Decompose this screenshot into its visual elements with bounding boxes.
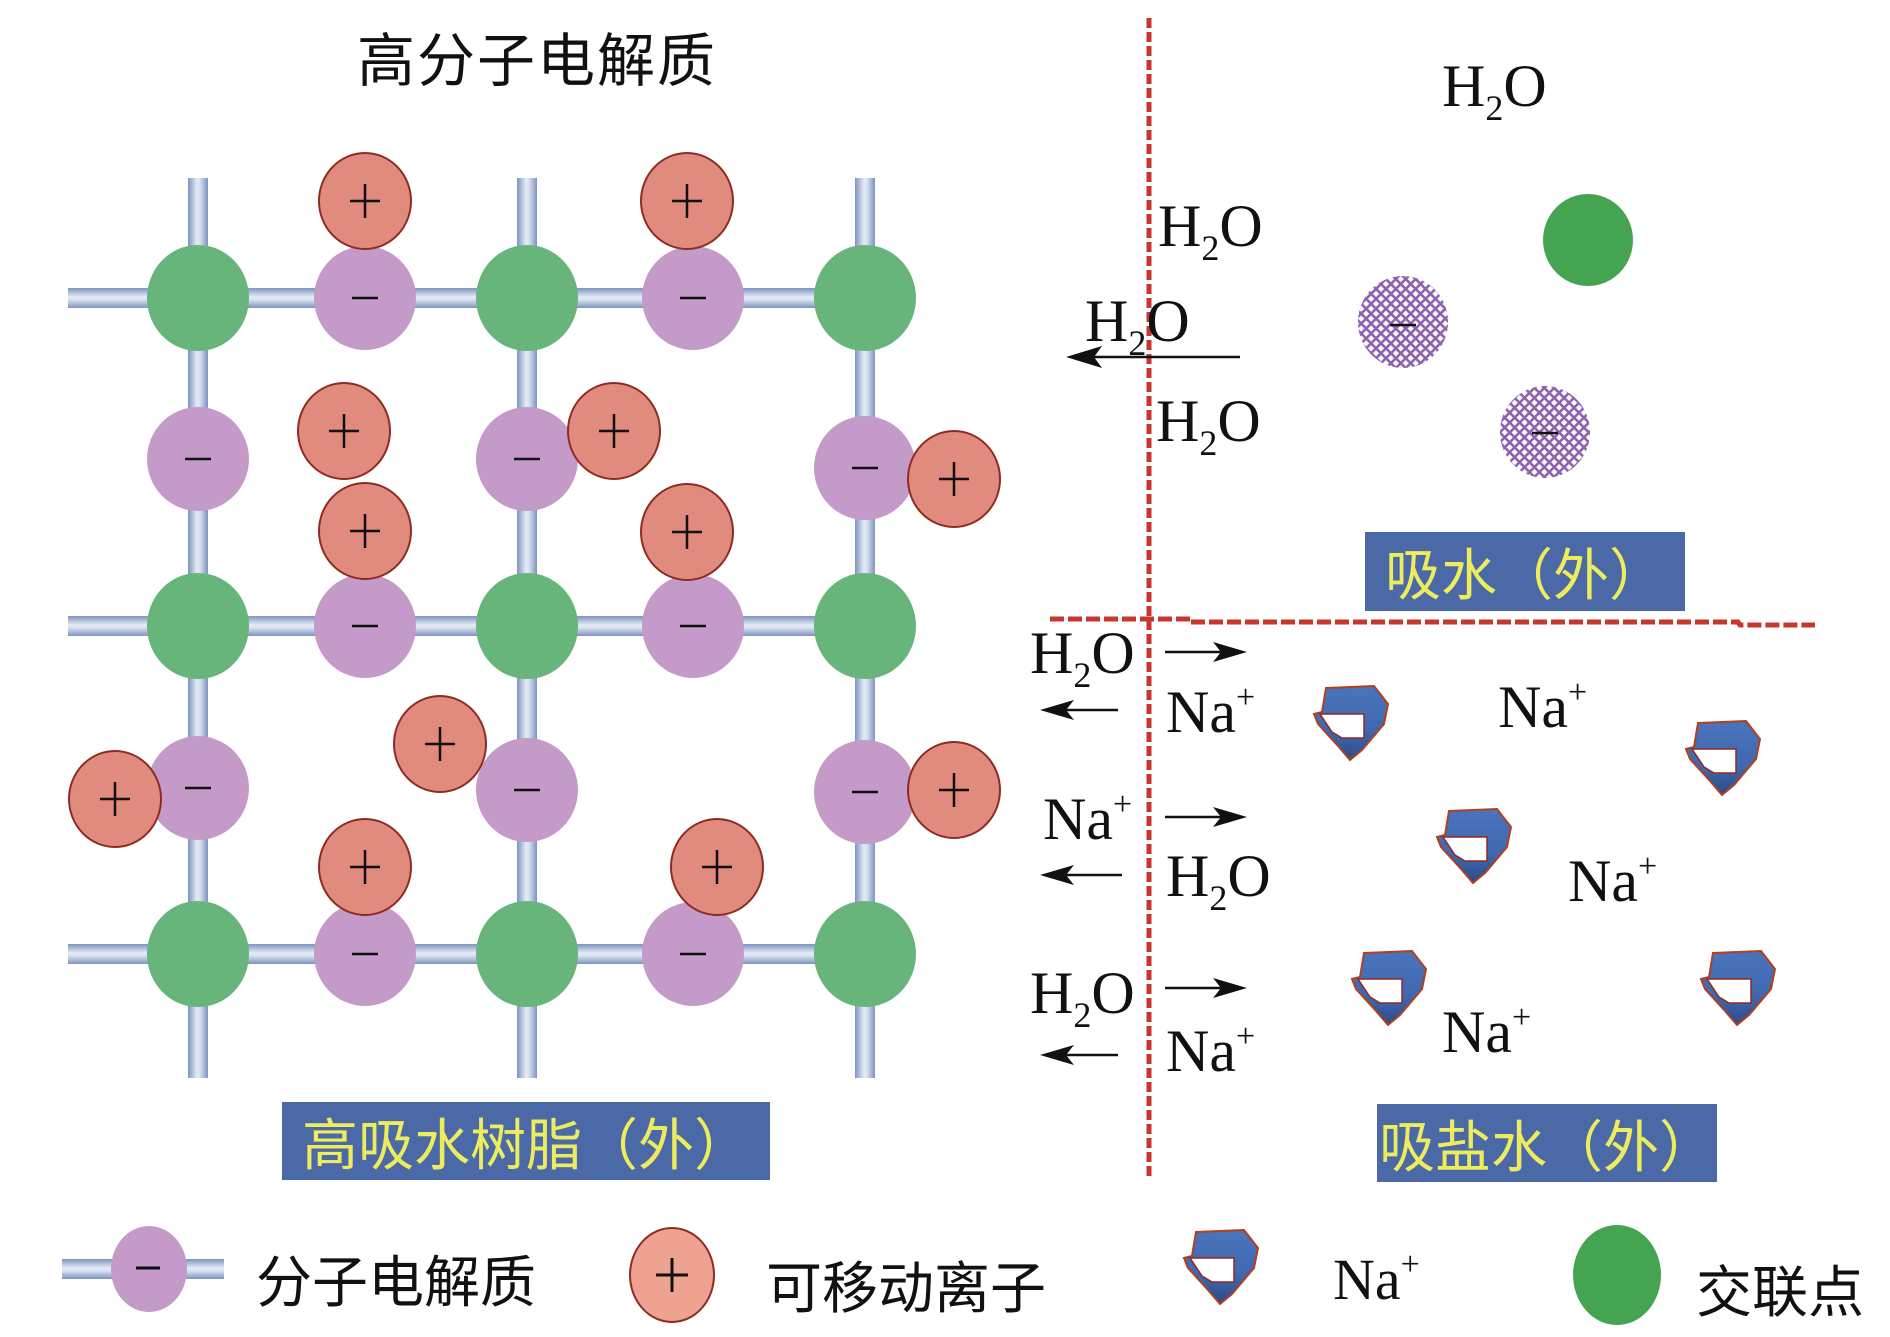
diagram-title: 高分子电解质 <box>357 27 718 95</box>
crosslink-point <box>147 245 249 351</box>
formula-na-plus: Na+ <box>1568 848 1658 914</box>
sodium-ion-icon <box>1436 808 1512 884</box>
legend-mobile-ion-icon <box>629 1227 715 1323</box>
formula-na-plus: Na+ <box>1498 674 1588 740</box>
formula-na-plus: Na+ <box>1442 999 1532 1065</box>
crosslink-point <box>476 245 578 351</box>
formula-h2o: H2O <box>1030 620 1135 695</box>
crosslink-point <box>476 573 578 679</box>
crosslink-point <box>147 573 249 679</box>
arrow-right-icon <box>1165 978 1247 998</box>
sodium-ion-icon <box>1351 950 1427 1026</box>
arrow-left-icon <box>1040 865 1122 885</box>
caption-saline-absorption: 吸盐水（外） <box>1377 1104 1717 1182</box>
hatched-anion <box>1358 276 1448 368</box>
formula-h2o: H2O <box>1030 960 1135 1035</box>
legend-crosslink-icon <box>1573 1225 1661 1325</box>
caption-resin: 高吸水树脂（外） <box>282 1102 770 1180</box>
formula-h2o: H2O <box>1158 193 1263 268</box>
arrow-head <box>1213 807 1247 827</box>
formula-na-plus: Na+ <box>1166 679 1256 745</box>
crosslink-point <box>147 901 249 1007</box>
arrow-head <box>1040 1045 1074 1065</box>
lattice-nodes <box>147 245 916 1007</box>
legend-label-sodium: Na+ <box>1333 1246 1420 1312</box>
legend-label-mobile-ion: 可移动离子 <box>766 1257 1046 1322</box>
crosslink-point <box>476 901 578 1007</box>
arrow-right-icon <box>1165 807 1247 827</box>
sodium-ion-icon <box>1685 720 1761 796</box>
arrow-head <box>1213 978 1247 998</box>
legend-electrolyte-icon <box>62 1226 224 1312</box>
horizontal-divider <box>1050 616 1815 628</box>
sodium-ion-icon <box>1700 950 1776 1026</box>
formula-h2o: H2O <box>1085 288 1190 363</box>
formula-h2o: H2O <box>1166 843 1271 918</box>
crosslink-point <box>814 573 916 679</box>
arrow-left-icon <box>1040 700 1118 720</box>
legend-label-crosslink: 交联点 <box>1696 1261 1864 1326</box>
crosslink-point <box>814 901 916 1007</box>
arrow-head <box>1213 642 1247 662</box>
sodium-ion-icon <box>1313 685 1389 761</box>
legend-label-electrolyte: 分子电解质 <box>256 1251 536 1316</box>
crosslink-free-node <box>1543 194 1633 286</box>
crosslink-point <box>814 245 916 351</box>
mobile-cations <box>68 152 1001 916</box>
arrow-head <box>1040 865 1074 885</box>
formula-na-plus: Na+ <box>1166 1018 1256 1084</box>
formula-na-plus: Na+ <box>1043 786 1133 852</box>
arrow-right-icon <box>1165 642 1247 662</box>
legend-sodium-icon <box>1183 1229 1259 1305</box>
arrow-left-icon <box>1066 346 1240 368</box>
caption-water-absorption: 吸水（外） <box>1365 532 1685 611</box>
formula-h2o: H2O <box>1442 53 1547 128</box>
flow-arrows <box>1040 642 1247 1065</box>
formula-h2o: H2O <box>1156 388 1261 463</box>
arrow-head <box>1040 700 1074 720</box>
arrow-left-icon <box>1040 1045 1118 1065</box>
